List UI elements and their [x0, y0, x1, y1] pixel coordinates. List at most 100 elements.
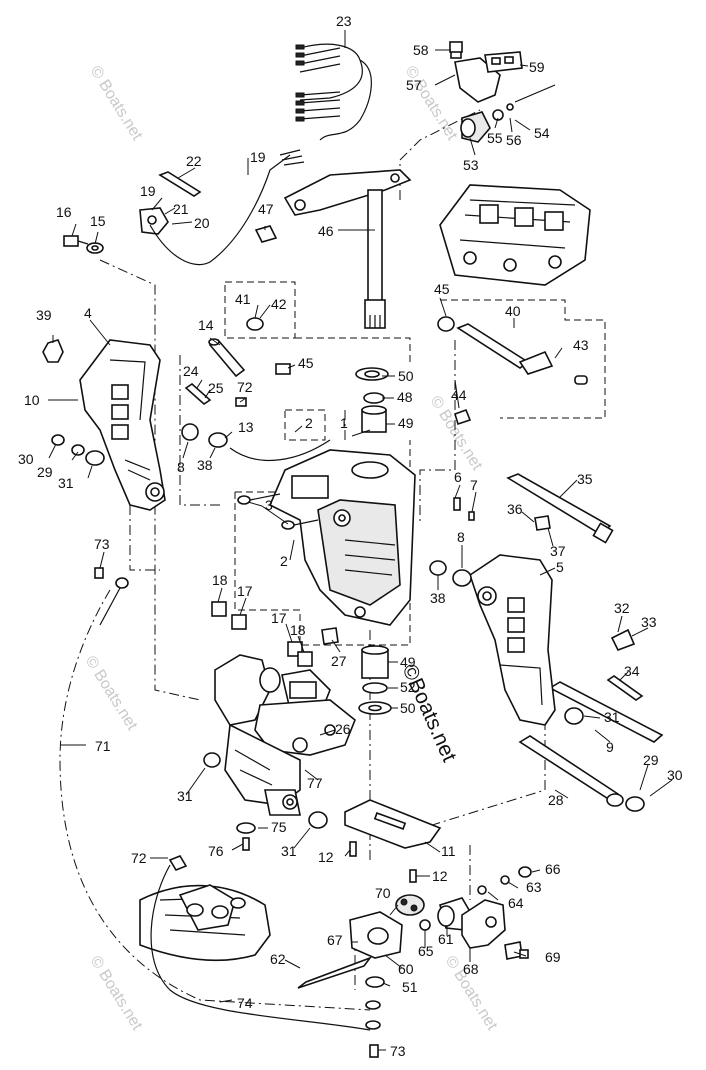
callout-14: 14	[198, 317, 214, 333]
tilt-trim-unit	[214, 654, 356, 816]
callout-39: 39	[36, 307, 52, 323]
callout-26: 26	[335, 721, 351, 737]
callout-61: 61	[438, 931, 454, 947]
callout-73: 73	[390, 1043, 406, 1059]
callout-60: 60	[398, 961, 414, 977]
callout-31-right: 31	[604, 709, 620, 725]
callout-29-left: 29	[37, 464, 53, 480]
callout-labels: 23 58 59 57 56 54 55 53 22 19 19 21 20 1…	[18, 13, 683, 1059]
callout-43: 43	[573, 337, 589, 353]
callout-18: 18	[290, 622, 306, 638]
steering-arm	[283, 169, 412, 329]
callout-45-top: 45	[434, 281, 450, 297]
callout-16: 16	[56, 204, 72, 220]
callout-74: 74	[237, 995, 253, 1011]
callout-10: 10	[24, 392, 40, 408]
callout-1: 1	[340, 415, 348, 431]
callout-49-top: 49	[398, 415, 414, 431]
callout-31-left: 31	[58, 475, 74, 491]
leader-lines	[48, 30, 673, 1051]
callout-75: 75	[271, 819, 287, 835]
callout-8-left: 8	[177, 459, 185, 475]
callout-6: 6	[454, 469, 462, 485]
callout-66: 66	[545, 861, 561, 877]
callout-40: 40	[505, 303, 521, 319]
watermark-tile: © Boats.net	[427, 393, 486, 474]
callout-20: 20	[194, 215, 210, 231]
callout-71: 71	[95, 738, 111, 754]
callout-11: 11	[441, 843, 456, 859]
callout-23: 23	[336, 13, 352, 29]
clamp-bracket-left	[79, 339, 166, 511]
callout-17: 17	[271, 610, 287, 626]
callout-38: 38	[430, 590, 446, 606]
callout-17-top: 17	[237, 583, 253, 599]
callout-55: 55	[487, 130, 503, 146]
callout-38-left: 38	[197, 457, 213, 473]
callout-7: 7	[470, 477, 478, 493]
callout-36: 36	[507, 501, 523, 517]
callout-21: 21	[173, 201, 189, 217]
callout-50: 50	[400, 700, 416, 716]
lower-mount-parts	[349, 866, 532, 960]
shafts-and-pins	[158, 171, 664, 989]
watermark-tile: © Boats.net	[87, 63, 146, 144]
callout-31-mid: 31	[177, 788, 193, 804]
callout-8: 8	[457, 529, 465, 545]
callout-4: 4	[84, 305, 92, 321]
lower-cradle	[139, 884, 271, 961]
callout-25: 25	[208, 380, 224, 396]
switch-bracket	[445, 43, 556, 143]
callout-34: 34	[624, 663, 640, 679]
callout-29: 29	[643, 752, 659, 768]
callout-50-top: 50	[398, 368, 414, 384]
swivel-bracket	[268, 449, 416, 626]
callout-49: 49	[400, 654, 416, 670]
callout-73-top: 73	[94, 536, 110, 552]
watermark-tile: © Boats.net	[402, 63, 461, 144]
lower-mount-plate	[344, 799, 442, 849]
callout-64: 64	[508, 895, 524, 911]
callout-2-top: 2	[305, 415, 313, 431]
callout-59: 59	[529, 59, 545, 75]
callout-13: 13	[238, 419, 254, 435]
callout-3: 3	[265, 497, 273, 513]
watermark-tile: © Boats.net	[87, 953, 146, 1034]
small-hardware	[42, 41, 645, 1058]
callout-58: 58	[413, 42, 429, 58]
callout-70: 70	[375, 885, 391, 901]
callout-63: 63	[526, 879, 542, 895]
callout-9: 9	[606, 739, 614, 755]
callout-2: 2	[280, 553, 288, 569]
callout-30-left: 30	[18, 451, 34, 467]
callout-37: 37	[550, 543, 566, 559]
callout-30: 30	[667, 767, 683, 783]
wiring-harness	[295, 43, 372, 141]
callout-42: 42	[271, 296, 287, 312]
callout-44: 44	[451, 387, 467, 403]
callout-62: 62	[270, 951, 286, 967]
callout-27: 27	[331, 653, 347, 669]
callout-72: 72	[131, 850, 147, 866]
callout-46: 46	[318, 223, 334, 239]
callout-5: 5	[556, 559, 564, 575]
callout-52: 52	[400, 679, 416, 695]
callout-57: 57	[406, 77, 422, 93]
callout-24: 24	[183, 363, 199, 379]
callout-28: 28	[548, 792, 564, 808]
callout-67: 67	[327, 932, 343, 948]
callout-51: 51	[402, 979, 418, 995]
callout-35: 35	[577, 471, 593, 487]
callout-72-top: 72	[237, 379, 253, 395]
callout-33: 33	[641, 614, 657, 630]
callout-68: 68	[463, 961, 479, 977]
callout-41: 41	[235, 291, 251, 307]
callout-76: 76	[208, 843, 224, 859]
callout-48: 48	[397, 389, 413, 405]
callout-18-top: 18	[212, 572, 228, 588]
callout-19: 19	[140, 183, 156, 199]
callout-15: 15	[90, 213, 106, 229]
ground-cables	[59, 149, 371, 1031]
watermark-tile: © Boats.net	[82, 653, 141, 734]
callout-31: 31	[281, 843, 297, 859]
